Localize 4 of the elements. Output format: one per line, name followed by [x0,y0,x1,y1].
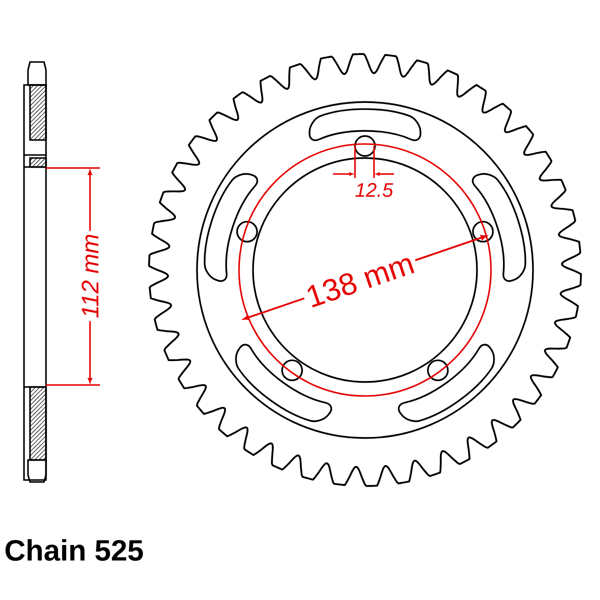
dimension-label: 112 mm [82,234,98,318]
dimension-label: 12.5 [355,183,394,197]
chain-label: Chain 525 [6,539,143,561]
dimension-label: 138 mm [308,258,414,308]
